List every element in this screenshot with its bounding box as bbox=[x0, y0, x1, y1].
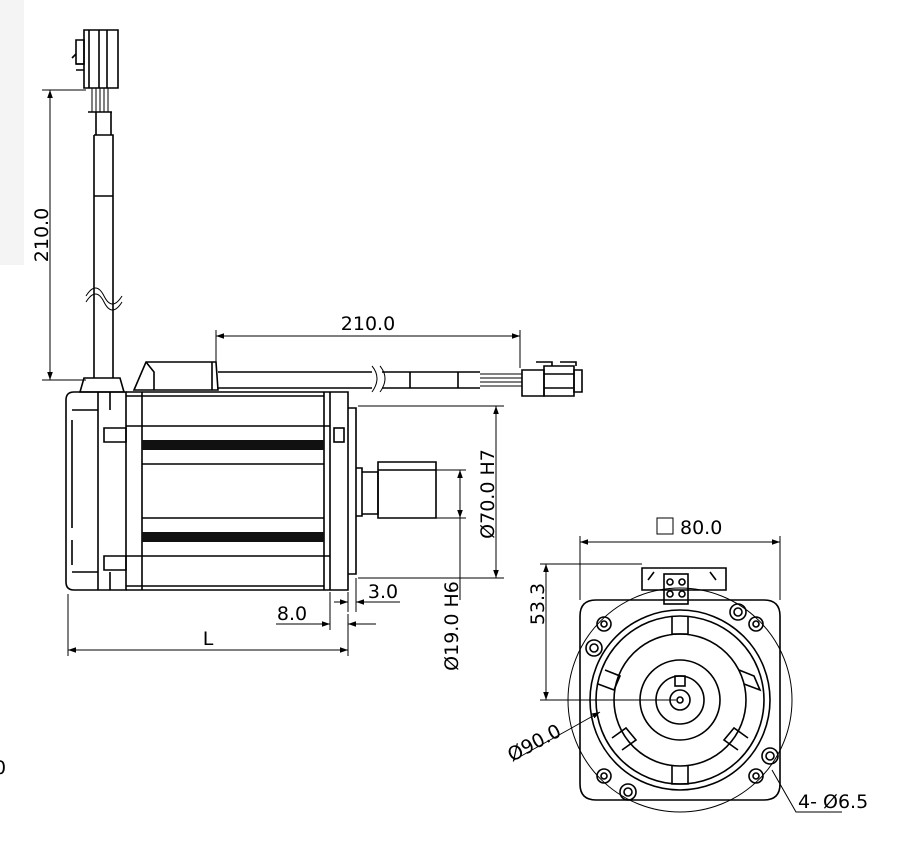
body-length-label: L bbox=[203, 628, 214, 650]
motor-side-view bbox=[65, 391, 437, 591]
motor-cable-length-label: 210.0 bbox=[31, 208, 53, 262]
dim-flange-square: 80.0 bbox=[579, 517, 781, 600]
dim-pilot-diameter: Ø70.0 H7 bbox=[358, 405, 504, 579]
connector-height-label: 53.3 bbox=[527, 583, 549, 625]
dim-bolt-circle: Ø90.0 bbox=[504, 711, 601, 766]
motor-front-view bbox=[567, 567, 793, 813]
encoder-cable bbox=[132, 361, 583, 397]
dim-encoder-cable: 210.0 bbox=[215, 313, 521, 368]
dim-body-length: L bbox=[67, 594, 349, 656]
dim-motor-cable: 210.0 bbox=[31, 89, 86, 381]
dim-key-offset: 8.0 bbox=[276, 592, 376, 630]
square-symbol-icon bbox=[656, 517, 674, 535]
edge-panel bbox=[0, 0, 24, 265]
key-offset-label: 8.0 bbox=[277, 603, 307, 625]
dim-connector-height: 53.3 bbox=[527, 563, 676, 701]
dim-mounting-holes: 4- Ø6.5 bbox=[771, 769, 868, 813]
bolt-circle-label: Ø90.0 bbox=[504, 720, 565, 766]
encoder-cable-length-label: 210.0 bbox=[341, 313, 395, 335]
pilot-diameter-label: Ø70.0 H7 bbox=[477, 449, 499, 539]
pilot-depth-label: 3.0 bbox=[368, 581, 398, 603]
mounting-holes bbox=[585, 603, 779, 801]
dim-pilot-depth: 3.0 bbox=[334, 578, 400, 612]
mounting-holes-label: 4- Ø6.5 bbox=[798, 791, 868, 813]
shaft-diameter-label: Ø19.0 H6 bbox=[441, 581, 463, 671]
edge-fragment-text: 0 bbox=[0, 757, 6, 779]
dim-shaft-diameter: Ø19.0 H6 bbox=[436, 469, 466, 671]
motor-power-cable bbox=[71, 29, 126, 393]
flange-square-label: 80.0 bbox=[680, 517, 722, 539]
